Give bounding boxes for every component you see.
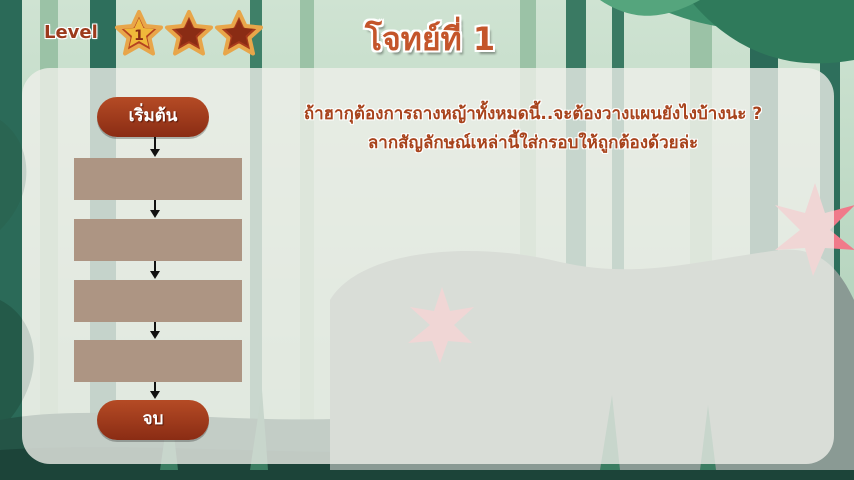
arrow-down-icon <box>150 261 160 279</box>
instruction-line-1: ถ้าฮากุต้องการถางหญ้าทั้งหมดนี้..จะต้องว… <box>303 104 763 124</box>
flowchart-drop-slot-2[interactable] <box>74 219 242 261</box>
flowchart-drop-slot-1[interactable] <box>74 158 242 200</box>
instruction-text: ถ้าฮากุต้องการถางหญ้าทั้งหมดนี้..จะต้องว… <box>248 100 818 158</box>
star-icon-empty <box>215 10 263 56</box>
page-title: โจทย์ที่ 1 <box>364 20 496 58</box>
flowchart-end-terminal: จบ <box>97 400 209 440</box>
instruction-line-2: ลากสัญลักษณ์เหล่านี้ใส่กรอบให้ถูกต้องด้ว… <box>367 133 699 153</box>
star-icon-empty <box>165 10 213 56</box>
arrow-down-icon <box>150 382 160 399</box>
level-stars: 1 <box>115 10 263 56</box>
arrow-down-icon <box>150 322 160 339</box>
arrow-down-icon <box>150 137 160 157</box>
flowchart-start-terminal: เริ่มต้น <box>97 97 209 137</box>
star-icon-filled: 1 <box>115 10 163 56</box>
flowchart-drop-slot-3[interactable] <box>74 280 242 322</box>
current-level-number: 1 <box>134 28 144 44</box>
flowchart-drop-slot-4[interactable] <box>74 340 242 382</box>
arrow-down-icon <box>150 200 160 218</box>
level-label: Level <box>44 22 98 43</box>
